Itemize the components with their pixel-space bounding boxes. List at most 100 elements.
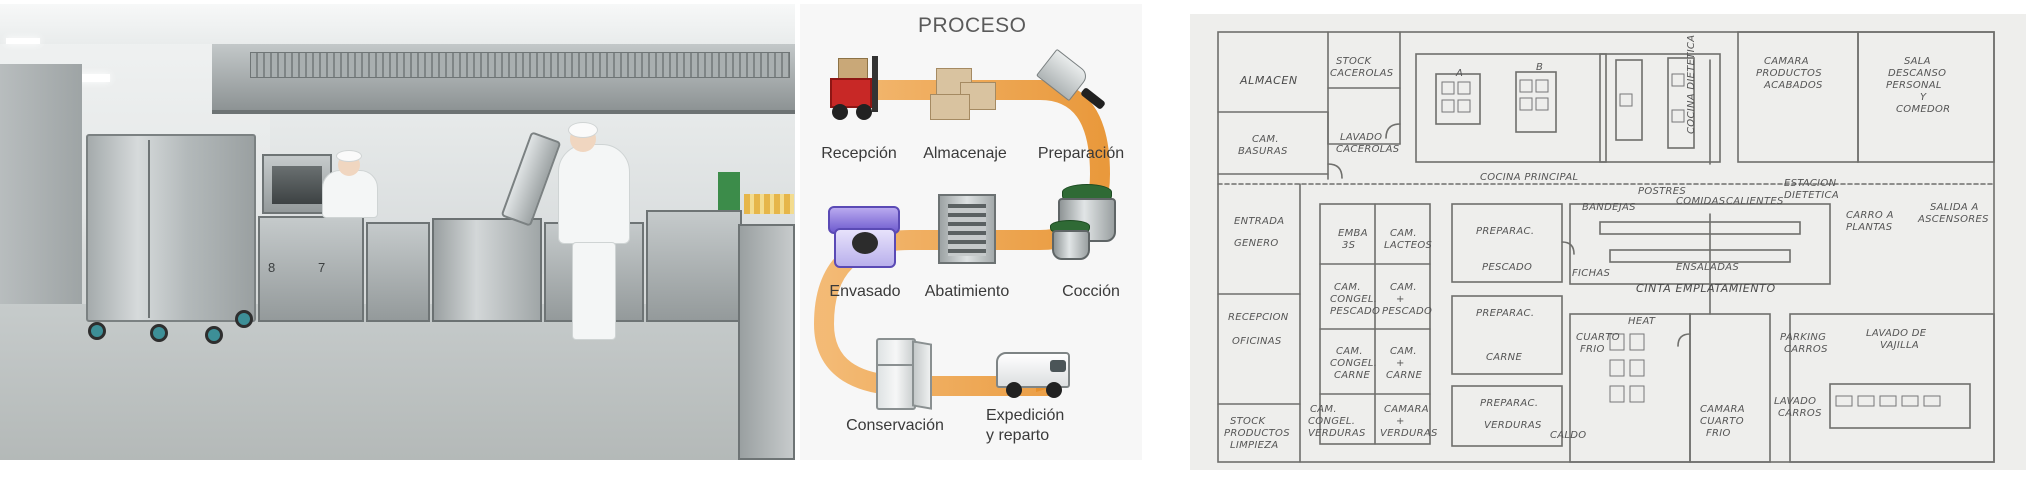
plan-room-label: CARNE [1486, 352, 1522, 363]
plan-room-label: PESCADO [1482, 262, 1532, 273]
plan-room-label: CAM. [1334, 282, 1361, 293]
plan-room-label: ENSALADAS [1676, 262, 1739, 273]
plan-room-label: CONGEL. [1330, 294, 1377, 305]
plan-room-label: PARKING [1780, 332, 1826, 343]
plan-room-label: 3S [1342, 240, 1356, 251]
plan-room-label: VERDURAS [1308, 428, 1366, 439]
plan-room-label: OFICINAS [1232, 336, 1282, 347]
plan-room-label: CARROS [1784, 344, 1828, 355]
plan-room-label: CAMARA [1384, 404, 1429, 415]
plan-room-label: SALIDA A [1930, 202, 1979, 213]
steel-counter [738, 224, 795, 460]
kitchen-photo: 8 7 [0, 4, 795, 460]
range-number: 7 [318, 260, 326, 275]
plan-room-label: + [1396, 358, 1405, 369]
step-expedicion: Expedición y reparto [986, 406, 1106, 446]
plan-room-label: STOCK [1336, 56, 1373, 67]
range-number: 8 [268, 260, 276, 275]
cook-right-legs [572, 242, 616, 340]
plan-room-label: CONGEL. [1308, 416, 1355, 427]
plan-room-label: ESTACION [1784, 178, 1837, 189]
condiment-bottles [744, 194, 794, 214]
knife-icon [1035, 48, 1114, 122]
plan-room-label: CARNE [1386, 370, 1422, 381]
ceiling [0, 4, 795, 44]
plan-room-label: PESCADO [1382, 306, 1432, 317]
combi-oven [262, 154, 332, 214]
step-label: Almacenaje [923, 145, 1007, 162]
label-almacen: ALMACEN [1239, 74, 1298, 87]
kitchen-floor-plan: ALMACEN STOCK CACEROLAS CAM. BASURAS LAV… [1190, 14, 2026, 470]
plan-room-label: CACEROLAS [1330, 68, 1394, 79]
plan-room-label: CARNE [1334, 370, 1370, 381]
forklift-icon [830, 56, 886, 122]
plan-room-label: PRODUCTOS [1756, 68, 1822, 79]
range-unit: 8 7 [258, 216, 364, 322]
plan-room-label: RECEPCION [1228, 312, 1289, 323]
cart-wheel [205, 326, 223, 344]
plan-room-label: CONGEL. [1330, 358, 1377, 369]
plan-room-label: ASCENSORES [1917, 214, 1989, 225]
plan-room-label: CACEROLAS [1336, 144, 1400, 155]
plan-room-label: PREPARAC. [1480, 398, 1538, 409]
cart-wheel [150, 324, 168, 342]
plan-room-label: LAVADO [1774, 396, 1816, 407]
step-label: Conservación [846, 417, 944, 434]
plan-room-label: SALA [1904, 56, 1931, 67]
plan-room-label: VERDURAS [1484, 420, 1542, 431]
plan-room-label: EMBA [1338, 228, 1368, 239]
process-title: PROCESO [918, 14, 1027, 37]
plan-room-label: CAMARA [1700, 404, 1745, 415]
plan-room-label: CAM. [1390, 228, 1417, 239]
delivery-van-icon [996, 342, 1076, 398]
plan-room-label: FRIO [1706, 428, 1731, 439]
plan-room-label: VAJILLA [1880, 340, 1919, 351]
fryer-unit [366, 222, 430, 322]
plan-room-label: BANDEJAS [1582, 202, 1636, 213]
cook-left [322, 170, 378, 218]
plan-room-label: A [1455, 68, 1463, 79]
plan-room-label: CALDO [1550, 430, 1586, 441]
floor-plan-sketch: ALMACEN STOCK CACEROLAS CAM. BASURAS LAV… [1217, 31, 1995, 463]
plan-room-label: CAM. [1336, 346, 1363, 357]
plan-room-label: COMEDOR [1896, 104, 1950, 115]
plan-room-label: CAM. [1252, 134, 1279, 145]
plan-room-label: VERDURAS [1380, 428, 1438, 439]
plan-room-label: CINTA EMPLATAMIENTO [1636, 282, 1776, 295]
plan-room-label: DIETETICA [1784, 190, 1839, 201]
packaging-tray-icon [828, 198, 904, 272]
plan-room-label: CARROS [1778, 408, 1822, 419]
plan-room-label: PESCADO [1330, 306, 1380, 317]
plan-room-label: LAVADO [1340, 132, 1382, 143]
cook-right [558, 144, 630, 244]
plan-room-label: FRIO [1580, 344, 1605, 355]
green-cabinet [718, 172, 740, 210]
bain-marie [646, 210, 742, 322]
plan-room-label: CUARTO [1700, 416, 1744, 427]
plan-room-label: ENTRADA [1234, 216, 1284, 227]
step-almacenaje: Almacenaje [910, 144, 1020, 164]
oven-door [272, 166, 322, 204]
plan-room-label: COMIDAS [1676, 196, 1726, 207]
plan-room-label: Y [1920, 92, 1927, 103]
process-diagram: PROCESO Recepción Almacenaje Preparación… [800, 4, 1142, 460]
step-envasado: Envasado [810, 282, 920, 302]
plan-room-label: LACTEOS [1384, 240, 1432, 251]
step-conservacion: Conservación [840, 416, 950, 436]
cart-door-seam [148, 140, 150, 318]
plan-room-label: PRODUCTOS [1224, 428, 1290, 439]
cart-wheel [88, 322, 106, 340]
plan-labels: ALMACEN STOCK CACEROLAS CAM. BASURAS LAV… [1224, 35, 1989, 451]
cart-wheel [235, 310, 253, 328]
cooking-pot-icon [1050, 184, 1130, 268]
cook-right-cap [568, 122, 598, 138]
step-label: Preparación [1037, 145, 1125, 162]
plan-room-label: CARRO A [1846, 210, 1894, 221]
plan-room-label: LAVADO DE [1866, 328, 1927, 339]
plan-room-label: POSTRES [1638, 186, 1686, 197]
step-label: Recepción [821, 145, 897, 162]
plan-room-label: COCINA PRINCIPAL [1480, 172, 1578, 183]
step-label: Cocción [1062, 283, 1120, 300]
step-label: Expedición y reparto [986, 407, 1065, 444]
plan-room-label: PLANTAS [1846, 222, 1893, 233]
